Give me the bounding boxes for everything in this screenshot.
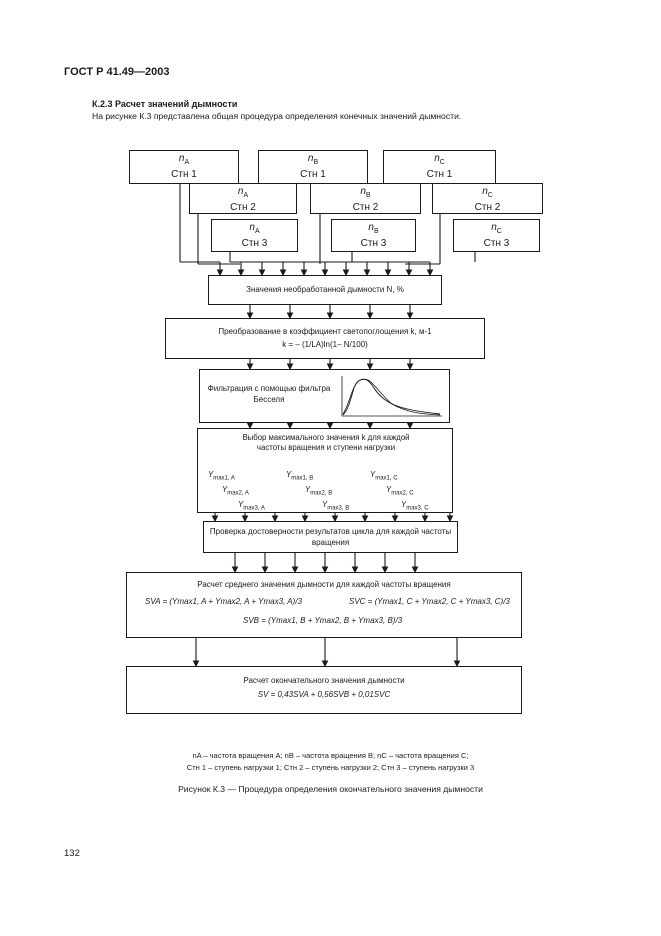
- conversion-title: Преобразование в коэффициент светопоглощ…: [218, 327, 432, 336]
- ymax3-b: Ymax3, B: [322, 500, 350, 512]
- ymax3-c: Ymax3, C: [401, 500, 429, 512]
- max-selection-box: Выбор максимального значения k для каждо…: [197, 428, 453, 513]
- average-title: Расчет среднего значения дымности для ка…: [197, 580, 451, 589]
- sva-formula: SVA = (Ymax1, A + Ymax2, A + Ymax3, A)/3: [145, 597, 302, 606]
- svc-formula: SVC = (Ymax1, C + Ymax2, C + Ymax3, C)/3: [349, 597, 510, 606]
- page-number: 132: [64, 848, 80, 859]
- legend-line-2: Стн 1 – ступень нагрузки 1; Стн 2 – ступ…: [186, 763, 475, 772]
- raw-smoke-box: Значения необработанной дымности N, %: [208, 275, 442, 305]
- validity-check-box: Проверка достоверности результатов цикла…: [203, 521, 458, 553]
- section-intro: На рисунке К.3 представлена общая процед…: [92, 111, 462, 121]
- standard-header: ГОСТ Р 41.49—2003: [64, 66, 170, 78]
- average-box: Расчет среднего значения дымности для ка…: [126, 572, 522, 638]
- ymax1-a: Ymax1, A: [208, 470, 235, 482]
- ymax3-a: Ymax3, A: [238, 500, 265, 512]
- ymax1-c: Ymax1, C: [370, 470, 398, 482]
- conversion-box: Преобразование в коэффициент светопоглощ…: [165, 318, 485, 359]
- legend-line-1: nA – частота вращения A; nB – частота вр…: [192, 751, 469, 760]
- input-nA-stn1: nA Стн 1: [129, 150, 239, 184]
- max-selection-label: Выбор максимального значения k для каждо…: [242, 433, 410, 452]
- input-nA-stn2: nA Стн 2: [189, 183, 297, 214]
- ymax2-a: Ymax2, A: [222, 485, 249, 497]
- filter-label: Фильтрация с помощью фильтра Бесселя: [207, 384, 331, 404]
- filter-box: Фильтрация с помощью фильтра Бесселя: [199, 369, 450, 423]
- final-title: Расчет окончательного значения дымности: [243, 676, 405, 685]
- input-nC-stn2: nC Стн 2: [432, 183, 543, 214]
- ymax1-b: Ymax1, B: [286, 470, 314, 482]
- section-title: К.2.3 Расчет значений дымности: [92, 99, 238, 109]
- bessel-filter-graph: [341, 376, 442, 417]
- figure-caption: Рисунок К.3 — Процедура определения окон…: [178, 784, 483, 794]
- input-nC-stn1: nC Стн 1: [383, 150, 496, 184]
- ymax2-b: Ymax2, B: [305, 485, 333, 497]
- svb-formula: SVB = (Ymax1, B + Ymax2, B + Ymax3, B)/3: [243, 616, 403, 625]
- input-nA-stn3: nA Стн 3: [211, 219, 298, 252]
- validity-check-label: Проверка достоверности результатов цикла…: [209, 527, 452, 547]
- ymax2-c: Ymax2, C: [386, 485, 414, 497]
- final-box: Расчет окончательного значения дымности …: [126, 666, 522, 714]
- input-nB-stn1: nB Стн 1: [258, 150, 368, 184]
- final-formula: SV = 0,43SVA + 0,56SVB + 0,01SVC: [257, 690, 391, 699]
- input-nC-stn3: nC Стн 3: [453, 219, 540, 252]
- raw-smoke-label: Значения необработанной дымности N, %: [246, 285, 404, 294]
- input-nB-stn3: nB Стн 3: [331, 219, 416, 252]
- conversion-formula: k = – (1/LA)ln(1– N/100): [282, 340, 368, 349]
- input-nB-stn2: nB Стн 2: [310, 183, 421, 214]
